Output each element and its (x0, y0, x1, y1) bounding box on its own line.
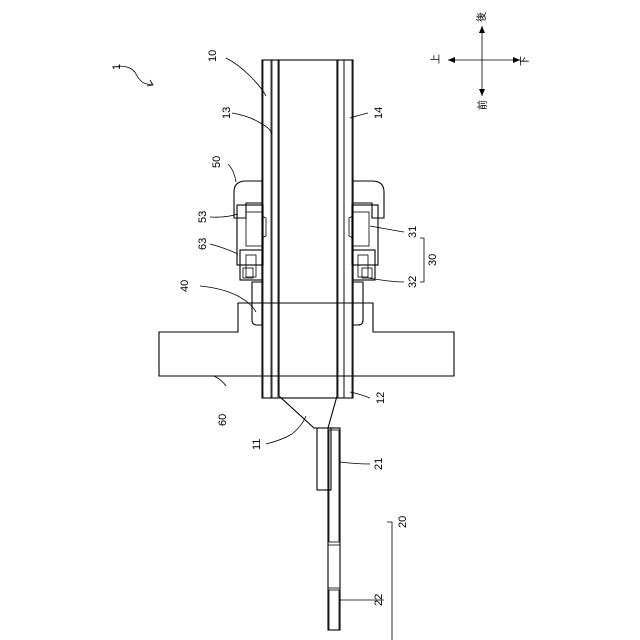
outer-tube (262, 60, 353, 398)
label-11: 11 (251, 439, 263, 450)
label-31: 31 (407, 226, 419, 238)
holder (237, 205, 378, 265)
label-63: 63 (197, 238, 209, 250)
core-rod (279, 60, 337, 428)
direction-down-label: 下 (520, 56, 531, 66)
label-32: 32 (407, 276, 419, 288)
direction-front-label: 前 (476, 100, 489, 110)
base-flange (159, 303, 454, 376)
reference-labels: 1 10 13 14 50 53 63 31 30 32 40 60 12 11… (111, 50, 439, 606)
direction-back-label: 後 (475, 12, 488, 22)
cap (234, 181, 384, 218)
label-50: 50 (211, 156, 223, 168)
label-60: 60 (217, 414, 229, 426)
label-13: 13 (221, 107, 233, 119)
label-20: 20 (397, 516, 409, 528)
label-22: 22 (373, 594, 385, 606)
label-21: 21 (373, 458, 385, 470)
label-12: 12 (375, 392, 387, 404)
label-14: 14 (373, 107, 385, 119)
label-10: 10 (207, 50, 219, 62)
blade-assembly (317, 428, 340, 630)
label-53: 53 (197, 211, 209, 223)
label-30: 30 (427, 254, 439, 266)
label-40: 40 (179, 280, 191, 292)
direction-indicator: 上 下 後 前 (430, 12, 531, 110)
direction-up-label: 上 (430, 54, 442, 64)
label-figure-1: 1 (111, 64, 123, 70)
